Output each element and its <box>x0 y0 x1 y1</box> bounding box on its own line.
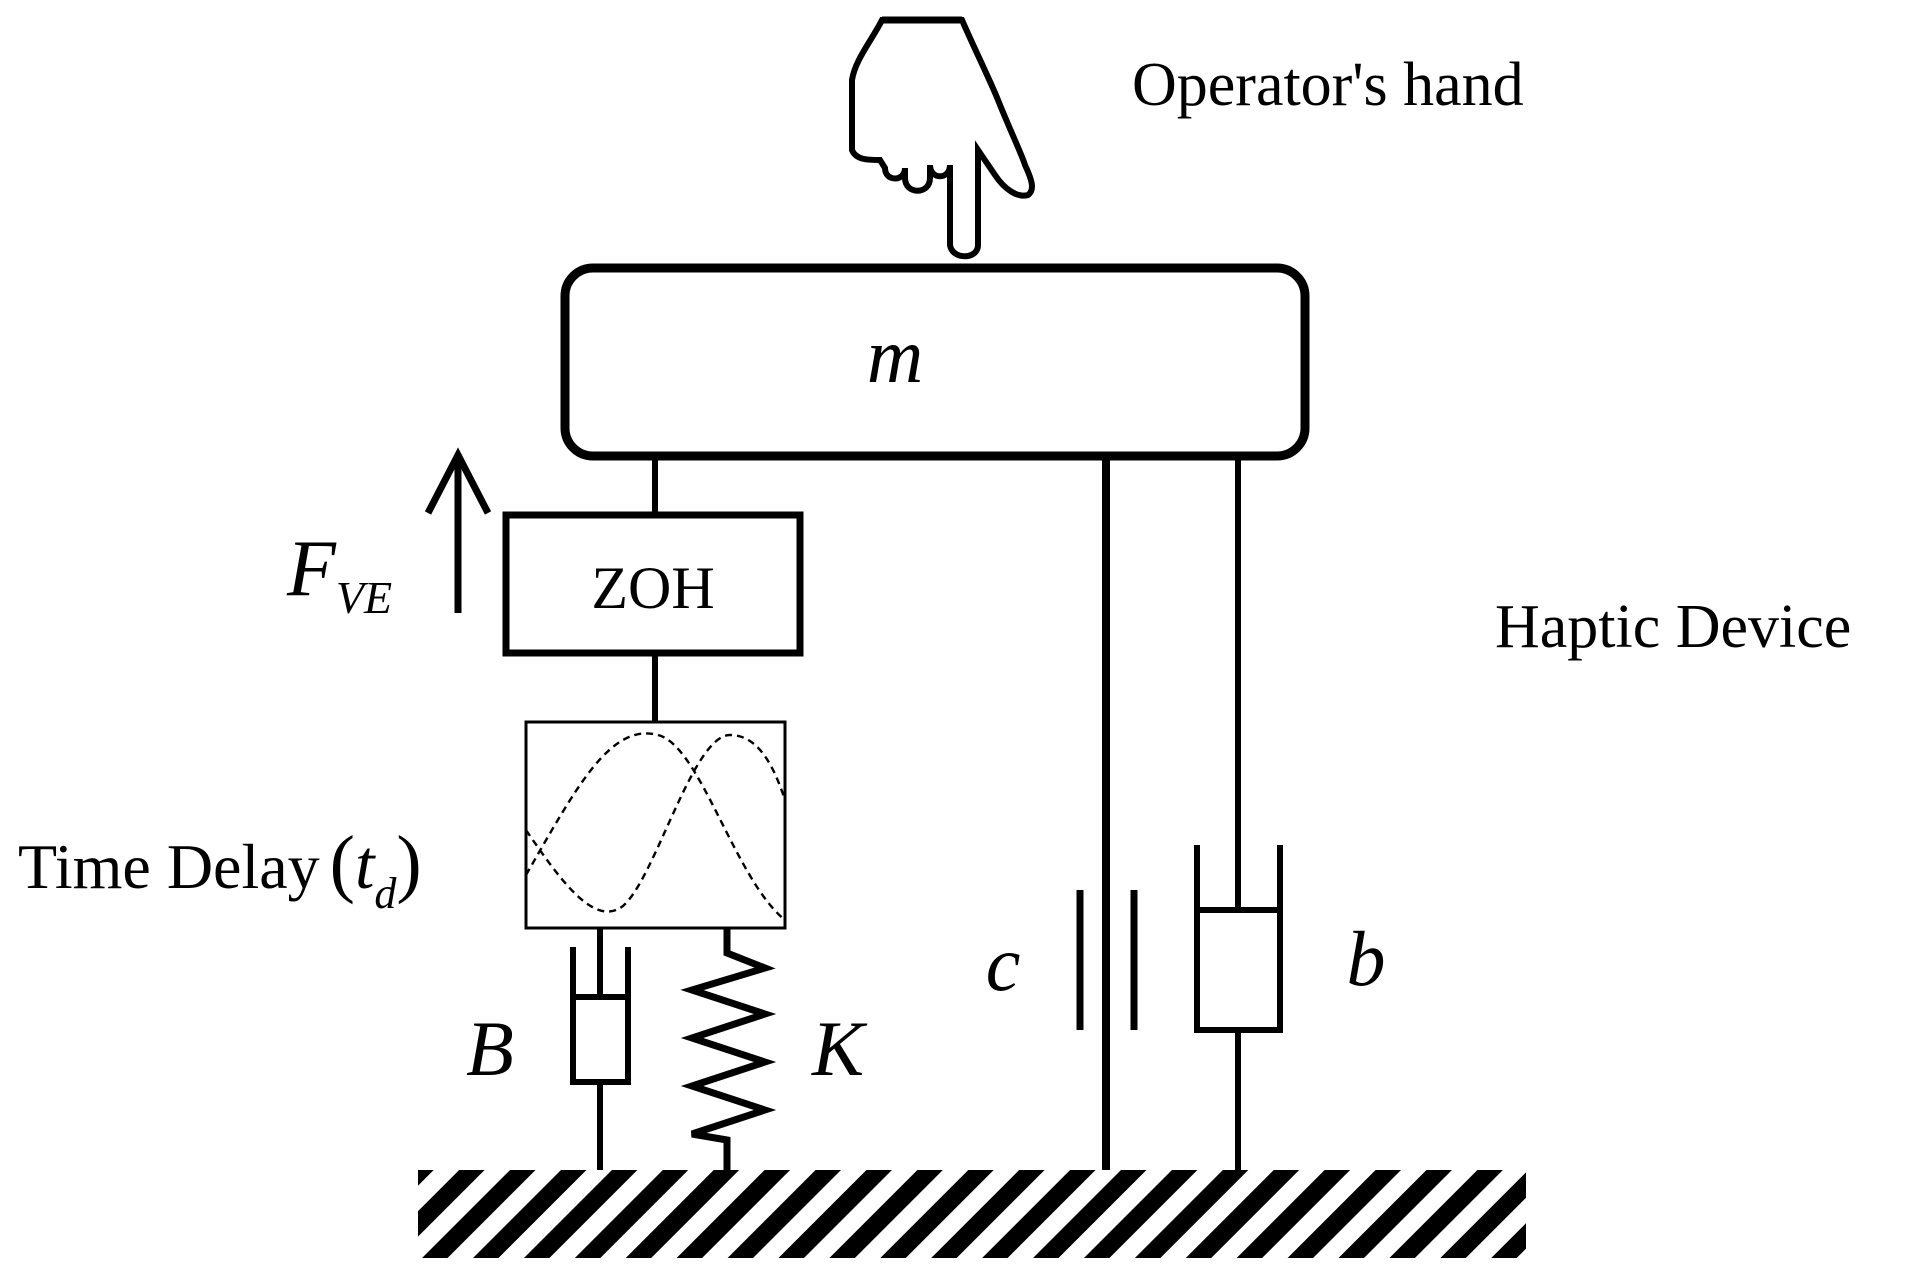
damper-b-label: b <box>1347 915 1386 1002</box>
delay-paren-close: ) <box>396 821 421 905</box>
spring-K <box>680 928 777 1170</box>
zoh-label: ZOH <box>591 555 714 621</box>
damper-B-label: B <box>466 1005 514 1092</box>
pointing-hand-icon <box>849 16 1035 260</box>
operator-hand-label: Operator's hand <box>1132 51 1524 119</box>
mass-block <box>560 263 1310 461</box>
delay-variable: t <box>355 827 376 904</box>
delay-subscript: d <box>374 869 397 918</box>
force-symbol: F <box>286 525 337 613</box>
delay-wave-1 <box>524 732 786 921</box>
time-delay-text: Time Delay <box>18 831 320 902</box>
compliance-c-label: c <box>986 920 1021 1007</box>
time-delay-block <box>524 720 787 930</box>
spring-K-label: K <box>811 1005 868 1092</box>
damper-B <box>570 928 631 1170</box>
force-subscript: VE <box>336 572 392 623</box>
mass-label: m <box>867 312 923 399</box>
delay-wave-2 <box>525 733 787 913</box>
compliance-c <box>1076 456 1138 1170</box>
force-arrow-icon <box>424 447 492 613</box>
force-label: FVE <box>286 525 392 623</box>
ground-hatch <box>418 1170 1526 1258</box>
delay-paren-open: ( <box>330 821 355 905</box>
haptic-device-label: Haptic Device <box>1495 593 1851 661</box>
time-delay-label: Time Delay(td) <box>18 821 422 918</box>
damper-b <box>1194 456 1283 1170</box>
